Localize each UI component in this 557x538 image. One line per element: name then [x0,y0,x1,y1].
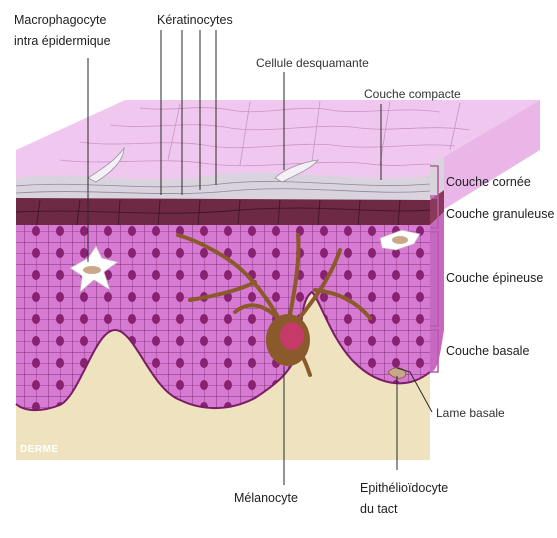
label-couche-basale: Couche basale [446,344,529,358]
dermis-label: DERME [20,444,59,455]
label-macrophagocyte-line1: Macrophagocyte [14,13,106,27]
label-cellule-desquamante: Cellule desquamante [256,56,369,70]
label-couche-granuleuse: Couche granuleuse [446,207,554,221]
label-epithelioidocyte-line1: Epithélioïdocyte [360,481,448,495]
label-keratinocytes: Kératinocytes [157,13,233,27]
label-couche-compacte: Couche compacte [364,87,461,101]
macrophagocyte-nucleus-2 [392,236,408,244]
label-macrophagocyte-line2: intra épidermique [14,34,111,48]
label-melanocyte: Mélanocyte [234,491,298,505]
macrophagocyte-nucleus [83,266,101,274]
label-epithelioidocyte-line2: du tact [360,502,398,516]
label-couche-epineuse: Couche épineuse [446,271,543,285]
spinosum-side [430,212,444,372]
label-couche-cornee: Couche cornée [446,175,531,189]
label-lame-basale: Lame basale [436,406,505,420]
